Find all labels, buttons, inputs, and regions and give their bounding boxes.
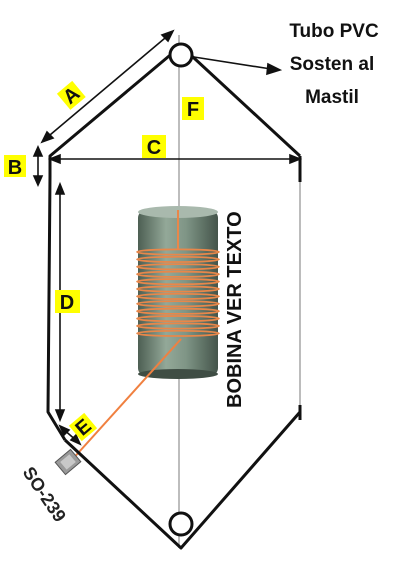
label-f: F	[187, 99, 199, 121]
coil-note: BOBINA VER TEXTO	[224, 211, 246, 408]
coil-winding-turn	[136, 322, 220, 330]
dim-a-arrow-end	[160, 29, 175, 43]
so239-connector	[54, 448, 82, 476]
label-c: C	[147, 137, 161, 159]
coil-winding-turn	[136, 263, 220, 271]
label-backgrounds	[4, 80, 204, 442]
antenna-frame	[46, 44, 302, 550]
label-a: A	[59, 83, 84, 109]
label-f-bg	[182, 97, 204, 120]
label-b-bg	[4, 155, 26, 177]
coil-windings	[136, 248, 220, 337]
coil-winding-turn	[136, 329, 220, 337]
dim-e-arrow-end	[69, 433, 82, 446]
dim-a-arrow-start	[40, 130, 55, 144]
dim-d-arrow-top	[54, 181, 66, 195]
support-note-line-2: Sosten al	[290, 54, 374, 75]
feed-wire	[69, 338, 182, 463]
label-c-bg	[142, 135, 166, 158]
coil-winding-turn	[136, 315, 220, 323]
coil-winding-turn	[136, 270, 220, 278]
support-arrow-head	[266, 62, 283, 76]
bottom-ring	[168, 511, 194, 537]
dim-a-line	[43, 32, 172, 141]
frame-bottom-right	[63, 411, 302, 550]
coil-bottom-cap	[138, 369, 218, 379]
label-e-bg	[68, 412, 98, 442]
coil	[136, 206, 220, 379]
connector-label: SO-239	[19, 463, 70, 526]
coil-winding-turn	[136, 300, 220, 308]
frame-top-right	[179, 44, 302, 158]
support-note: Tubo PVC Sosten al Mastil	[289, 21, 379, 108]
coil-winding-turn	[136, 307, 220, 315]
dim-b-arrow-top	[32, 145, 44, 157]
dimension-lines	[32, 29, 303, 446]
coil-winding-turn	[136, 292, 220, 300]
connector-flange	[60, 454, 76, 470]
label-b: B	[8, 157, 22, 179]
support-note-line-3: Mastil	[305, 87, 359, 108]
label-d-bg	[55, 290, 80, 313]
top-ring	[168, 42, 194, 68]
label-a-bg	[56, 80, 86, 110]
support-note-line-1: Tubo PVC	[289, 21, 379, 42]
dim-b-arrow-bottom	[32, 175, 44, 187]
coil-winding-turn	[136, 255, 220, 263]
dim-c-arrow-right	[289, 153, 303, 165]
dim-d-arrow-bottom	[54, 409, 66, 423]
dim-e-arrow-start	[58, 424, 71, 437]
frame-top-left	[46, 44, 182, 441]
label-d: D	[60, 292, 74, 314]
coil-winding-turn	[136, 285, 220, 293]
support-arrow-line	[193, 56, 272, 70]
coil-winding-turn	[136, 278, 220, 286]
dim-c-arrow-left	[47, 153, 61, 165]
